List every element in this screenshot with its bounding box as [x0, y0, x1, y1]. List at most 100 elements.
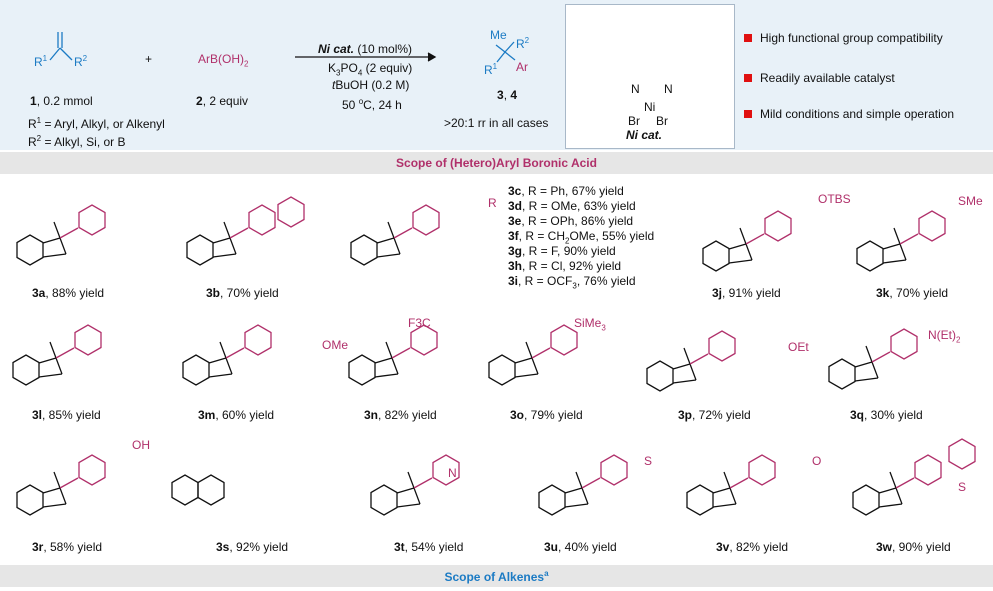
label-otbs: OTBS: [818, 192, 851, 206]
benzo-ring: [686, 484, 714, 516]
r2-definition: R2 = Alkyl, Si, or B: [28, 134, 126, 149]
bond: [208, 357, 227, 364]
caption-3a: 3a, 88% yield: [32, 286, 105, 300]
aryl-ring: [78, 204, 106, 236]
methyl-bond: [683, 347, 691, 365]
methyl-bond: [53, 471, 61, 489]
benzo-ring: [350, 234, 378, 266]
aryl-ring: [432, 454, 460, 486]
aryl-bond: [745, 233, 765, 245]
bond: [882, 243, 901, 250]
aryl-bond: [225, 347, 245, 359]
bond: [38, 373, 63, 378]
bond: [878, 503, 903, 508]
product-me: Me: [490, 28, 507, 42]
label-net2: N(Et)2: [928, 328, 961, 345]
alkene-structure: [49, 32, 73, 61]
caption-3c: 3c, R = Ph, 67% yield: [508, 184, 624, 198]
feature-2: Readily available catalyst: [760, 71, 895, 85]
bond: [393, 237, 401, 255]
aryl-bond: [59, 477, 79, 489]
dibenzothiophene-ring: [948, 438, 976, 470]
benzo-ring: [186, 234, 214, 266]
feature-3: Mild conditions and simple operation: [760, 107, 955, 121]
methyl-bond: [223, 221, 231, 239]
aryl-ring: [890, 328, 918, 360]
bond: [672, 379, 697, 384]
aryl-ring: [412, 204, 440, 236]
caption-3i: 3i, R = OCF3, 76% yield: [508, 274, 636, 291]
aryl-ring: [764, 210, 792, 242]
label-oet: OEt: [788, 340, 809, 354]
caption-3h: 3h, R = Cl, 92% yield: [508, 259, 622, 273]
atom-br-right: Br: [656, 114, 668, 128]
aryl-ring: [708, 330, 736, 362]
bond: [854, 377, 879, 382]
aryl-ring: [748, 454, 776, 486]
bond: [581, 487, 589, 505]
benzo-ring: [852, 484, 880, 516]
naphthalene-ring: [197, 474, 225, 506]
product-ar: Ar: [516, 60, 528, 74]
methyl-bond: [385, 341, 393, 359]
catalyst-box: [565, 4, 735, 149]
bond: [882, 259, 907, 264]
bond: [376, 237, 395, 244]
aryl-bond: [871, 351, 891, 363]
atom-n-left: N: [631, 82, 640, 96]
aryl-ring: [74, 324, 102, 356]
r1-definition: R1 = Aryl, Alkyl, or Alkenyl: [28, 116, 165, 131]
caption-3j: 3j, 91% yield: [712, 286, 781, 300]
methyl-bond: [889, 471, 897, 489]
aryl-bond: [391, 347, 411, 359]
boronic-label: 2, 2 equiv: [196, 94, 249, 108]
aryl-ring: [248, 204, 276, 236]
bond: [55, 357, 63, 375]
caption-3e: 3e, R = OPh, 86% yield: [508, 214, 634, 228]
benzo-ring: [702, 240, 730, 272]
benzo-ring: [828, 358, 856, 390]
feature-1: High functional group compatibility: [760, 31, 943, 45]
bond: [712, 487, 731, 494]
methyl-bond: [387, 221, 395, 239]
bond: [374, 373, 399, 378]
caption-3v: 3v, 82% yield: [716, 540, 789, 554]
section-title-alkenes: Scope of Alkenesa: [444, 569, 549, 584]
caption-3k: 3k, 70% yield: [876, 286, 949, 300]
bond: [878, 487, 897, 494]
caption-3p: 3p, 72% yield: [678, 408, 751, 422]
aryl-bond: [393, 227, 413, 239]
atom-br-left: Br: [628, 114, 640, 128]
label-sme: SMe: [958, 194, 983, 208]
methyl-bond: [575, 471, 583, 489]
bond: [212, 253, 237, 258]
alkene-label: 1, 0.2 mmol: [30, 94, 93, 108]
alkene-r1: R1: [34, 54, 48, 69]
bond: [564, 487, 583, 494]
condition-base: K3PO4 (2 equiv): [328, 61, 413, 78]
bond: [745, 243, 753, 261]
caption-3t: 3t, 54% yield: [394, 540, 464, 554]
naphthalene-ring: [277, 196, 305, 228]
caption-3m: 3m, 60% yield: [198, 408, 275, 422]
aryl-ring: [918, 210, 946, 242]
bond: [212, 237, 231, 244]
caption-3g: 3g, R = F, 90% yield: [508, 244, 616, 258]
aryl-bond: [229, 227, 249, 239]
caption-3r: 3r, 58% yield: [32, 540, 103, 554]
bond: [38, 357, 57, 364]
benzo-ring: [12, 354, 40, 386]
benzo-ring: [182, 354, 210, 386]
methyl-bond: [739, 227, 747, 245]
bond: [514, 357, 533, 364]
plus-sign: +: [145, 52, 153, 66]
benzo-ring: [16, 484, 44, 516]
bond: [871, 361, 879, 379]
condition-temp: 50 oC, 24 h: [342, 97, 402, 112]
bond: [689, 363, 697, 381]
methyl-bond: [723, 471, 731, 489]
aryl-bond: [413, 477, 433, 489]
bond: [728, 243, 747, 250]
methyl-bond: [865, 345, 873, 363]
caption-3u: 3u, 40% yield: [544, 540, 617, 554]
